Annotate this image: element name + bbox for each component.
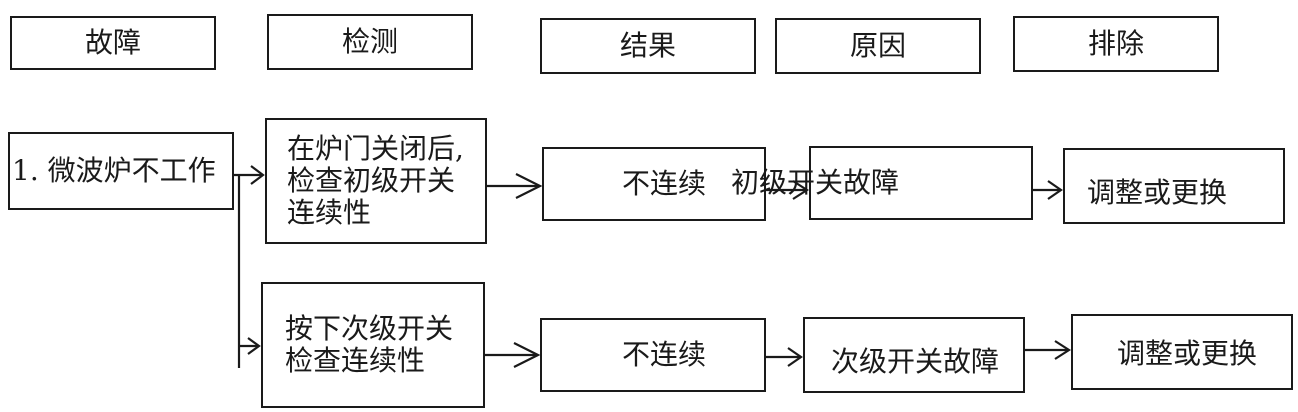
arrowhead-row2-result-cause [787,347,803,367]
arrowhead-row2-detect-result [513,342,541,368]
arrowhead-row2-cause-remedy [1054,340,1072,360]
row2-cause-label: 次级开关故障 [831,345,1000,378]
row1-detect-box: 在炉门关闭后, 检查初级开关 连续性 [265,118,487,244]
arrowhead-row1-cause-remedy [1047,180,1063,200]
row1-remedy-label: 调整或更换 [1087,176,1228,209]
row2-remedy-box: 调整或更换 [1071,314,1293,390]
header-result: 结果 [540,18,756,74]
header-fault-label: 故障 [84,26,141,59]
row2-result-label: 不连续 [622,338,707,371]
row1-detect-line-2: 检查初级开关 [287,164,456,197]
header-remedy: 排除 [1013,16,1219,72]
row1-detect-line-3: 连续性 [287,196,372,229]
header-detect-label: 检测 [341,25,398,58]
arrowhead-row1-detect-result [515,173,543,199]
header-remedy-label: 排除 [1087,27,1144,60]
row1-remedy-box: 调整或更换 [1063,148,1285,224]
header-result-label: 结果 [619,29,676,62]
row2-detect-box: 按下次级开关 检查连续性 [261,282,485,408]
row1-result-box: 不连续 [542,147,766,221]
row1-result-label: 不连续 [622,167,707,200]
row2-cause-box: 次级开关故障 [803,317,1025,393]
row1-cause-label: 初级开关故障 [731,166,900,199]
header-detect: 检测 [267,14,473,70]
row1-cause-box: 初级开关故障 [731,146,1033,220]
arrowhead-row1-result-cause [792,180,810,200]
row2-detect-line-2: 检查连续性 [285,344,426,377]
header-cause-label: 原因 [849,29,906,62]
row2-remedy-label: 调整或更换 [1117,337,1258,370]
header-fault: 故障 [10,16,216,70]
fault-box: 1. 微波炉不工作 [8,132,234,210]
arrowhead-fault-row1 [250,165,265,185]
fault-label: 1. 微波炉不工作 [12,154,216,187]
arrowhead-branch-row2 [247,337,261,355]
row2-result-box: 不连续 [540,318,766,392]
row2-detect-line-1: 按下次级开关 [285,312,454,345]
header-cause: 原因 [775,18,981,74]
row1-detect-line-1: 在炉门关闭后, [287,132,464,165]
